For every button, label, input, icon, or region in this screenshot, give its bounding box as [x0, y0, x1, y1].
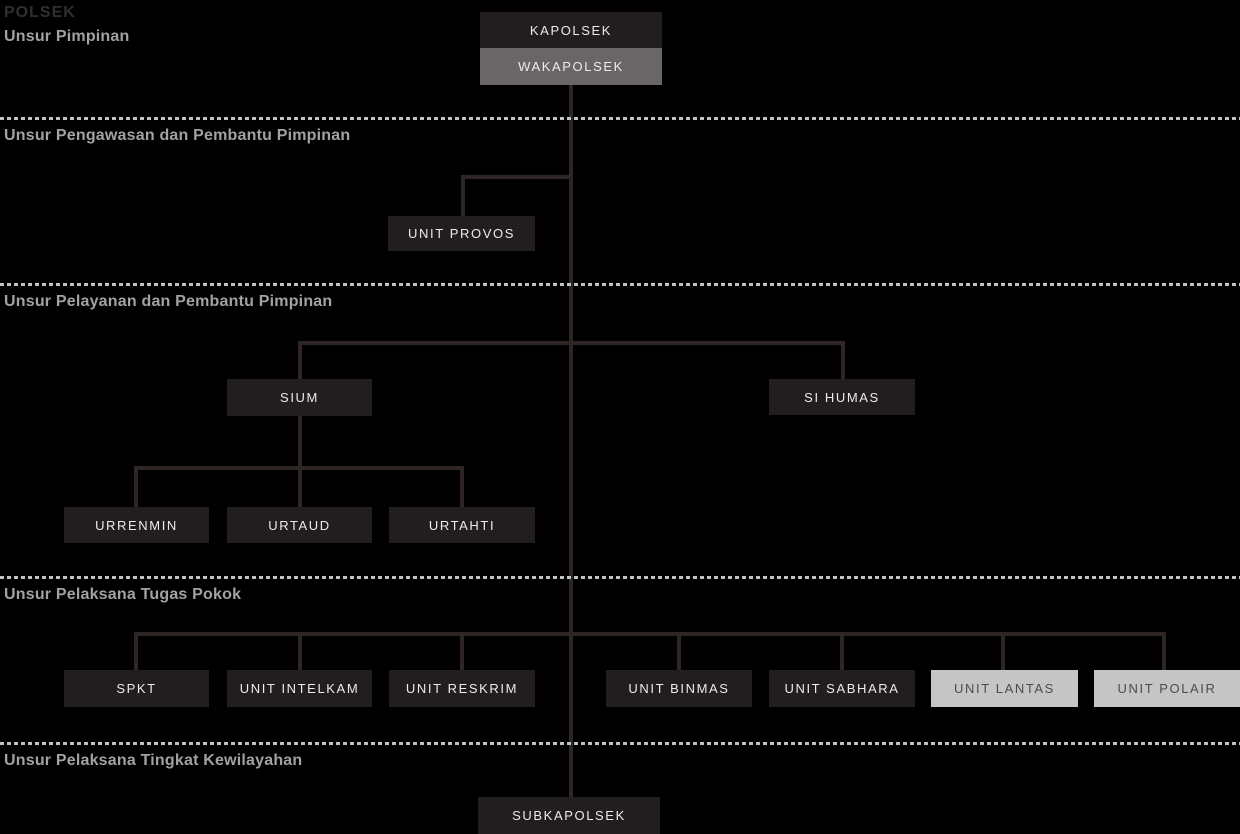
connector-provos-drop — [461, 175, 465, 216]
org-node-unit-intelkam: UNIT INTELKAM — [227, 670, 372, 707]
connector-reskrim-drop — [460, 632, 464, 670]
section-label-kewilayahan: Unsur Pelaksana Tingkat Kewilayahan — [4, 752, 303, 769]
section-divider — [0, 576, 1240, 579]
org-node-urtaud: URTAUD — [227, 507, 372, 543]
section-label-pimpinan: Unsur Pimpinan — [4, 28, 130, 45]
connector-binmas-drop — [677, 632, 681, 670]
connector-provos-horizontal — [461, 175, 573, 179]
org-node-unit-provos: UNIT PROVOS — [388, 216, 535, 251]
section-divider — [0, 283, 1240, 286]
connector-row4-horizontal — [134, 632, 1166, 636]
org-node-sium: SIUM — [227, 379, 372, 416]
org-node-spkt: SPKT — [64, 670, 209, 707]
org-node-unit-polair: UNIT POLAIR — [1094, 670, 1240, 707]
section-label-pelaksana-pokok: Unsur Pelaksana Tugas Pokok — [4, 586, 242, 603]
org-node-urtahti: URTAHTI — [389, 507, 535, 543]
org-node-unit-lantas: UNIT LANTAS — [931, 670, 1078, 707]
org-node-wakapolsek: WAKAPOLSEK — [480, 48, 662, 85]
section-label-pelayanan: Unsur Pelayanan dan Pembantu Pimpinan — [4, 293, 333, 310]
connector-intelkam-drop — [298, 632, 302, 670]
connector-lantas-drop — [1001, 632, 1005, 670]
org-node-si-humas: SI HUMAS — [769, 379, 915, 415]
org-node-urrenmin: URRENMIN — [64, 507, 209, 543]
connector-urrenmin-drop — [134, 466, 138, 507]
section-divider — [0, 117, 1240, 120]
page-title: POLSEK — [4, 4, 76, 21]
connector-main-trunk — [569, 85, 573, 797]
org-node-unit-sabhara: UNIT SABHARA — [769, 670, 915, 707]
section-label-pengawasan: Unsur Pengawasan dan Pembantu Pimpinan — [4, 127, 351, 144]
connector-urtahti-drop — [460, 466, 464, 507]
org-node-unit-binmas: UNIT BINMAS — [606, 670, 752, 707]
org-node-kapolsek: KAPOLSEK — [480, 12, 662, 48]
connector-spkt-drop — [134, 632, 138, 670]
connector-urtaud-drop — [298, 466, 302, 507]
connector-polair-drop — [1162, 632, 1166, 670]
connector-sabhara-drop — [840, 632, 844, 670]
connector-row3-horizontal — [298, 341, 845, 345]
section-divider — [0, 742, 1240, 745]
org-node-subkapolsek: SUBKAPOLSEK — [478, 797, 660, 834]
connector-sihumas-drop — [841, 341, 845, 379]
org-node-unit-reskrim: UNIT RESKRIM — [389, 670, 535, 707]
